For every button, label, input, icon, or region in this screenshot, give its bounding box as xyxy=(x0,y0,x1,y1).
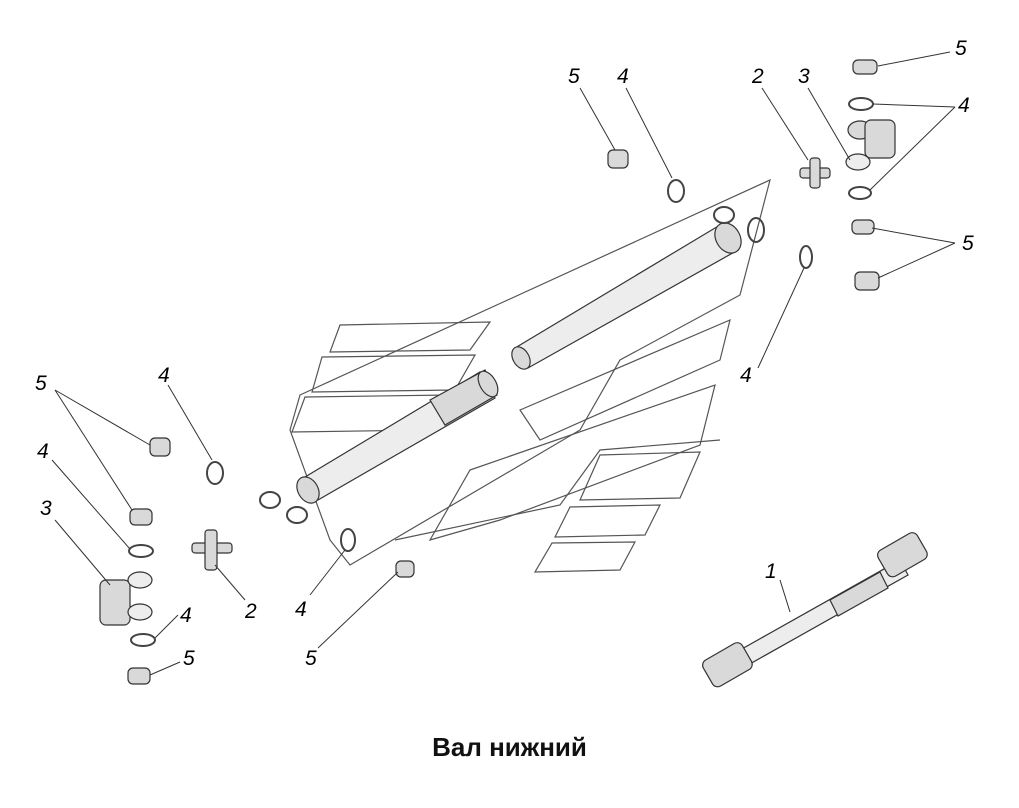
cross-spider-lower xyxy=(191,529,233,571)
callout-4-left-ring: 4 xyxy=(37,440,49,463)
callout-4-right-rings: 4 xyxy=(958,94,970,117)
callout-5-left-caps: 5 xyxy=(35,372,47,395)
yoke-upper xyxy=(845,119,896,171)
callout-3-left-yoke: 3 xyxy=(40,497,52,520)
left-parts xyxy=(99,437,415,685)
diagram-caption: Вал нижний xyxy=(432,732,587,762)
callout-labels: 5 4 2 3 5 4 5 4 5 4 3 4 5 2 4 4 5 1 xyxy=(35,37,974,670)
background-logo-outline xyxy=(289,178,771,573)
callout-4-lower-ring-mid: 4 xyxy=(295,598,307,621)
yoke-lower xyxy=(99,571,153,626)
callout-5-upper-nut: 5 xyxy=(568,65,580,88)
callout-4-upper-ring: 4 xyxy=(617,65,629,88)
upper-right-parts xyxy=(607,59,896,291)
shaft-upper-tube xyxy=(511,206,765,370)
assembled-shaft xyxy=(702,532,928,688)
callout-3-upper-yoke: 3 xyxy=(798,65,810,88)
callout-2-upper-spider: 2 xyxy=(751,65,764,88)
leader-lines xyxy=(51,51,956,676)
cross-spider-upper xyxy=(799,157,831,189)
callout-5-top-cap: 5 xyxy=(955,37,967,60)
callout-4-lower-ring-left: 4 xyxy=(180,604,192,627)
shaft-lower-tube xyxy=(259,369,499,524)
callout-4-right-ring-lower: 4 xyxy=(740,364,752,387)
callout-2-lower-spider: 2 xyxy=(244,600,257,623)
callout-5-lower-mid-cap: 5 xyxy=(305,647,317,670)
callout-5-right-caps: 5 xyxy=(962,232,974,255)
callout-4-left-ring-top: 4 xyxy=(158,364,170,387)
callout-1-assembled-shaft: 1 xyxy=(765,560,777,583)
callout-5-bottom-left-cap: 5 xyxy=(183,647,195,670)
